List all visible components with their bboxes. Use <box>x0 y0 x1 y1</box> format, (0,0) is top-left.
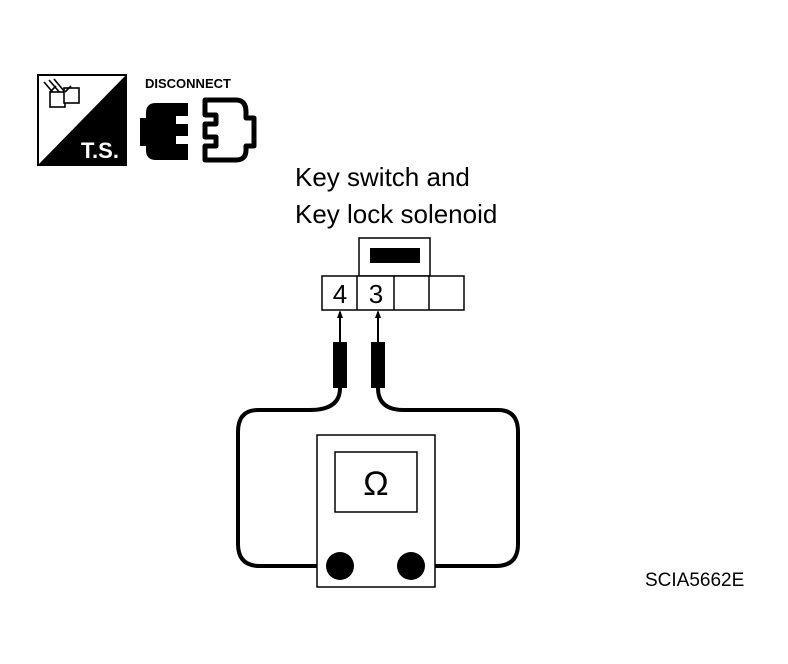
probe-right <box>371 310 385 388</box>
tools-icon <box>43 78 80 108</box>
disconnect-label: DISCONNECT <box>145 76 231 91</box>
test-lead-right <box>376 387 520 568</box>
test-lead-left <box>236 387 342 568</box>
meter-symbol: Ω <box>363 465 388 503</box>
connector-title-line2: Key lock solenoid <box>295 199 497 229</box>
pin-4-label: 4 <box>333 279 347 309</box>
ohmmeter-icon: Ω <box>316 434 436 588</box>
meter-display <box>334 451 418 513</box>
pin-3-label: 3 <box>369 279 383 309</box>
connector-title-line1: Key switch and <box>295 162 470 192</box>
figure-id: SCIA5662E <box>645 570 744 591</box>
ts-icon: T.S. <box>37 74 127 166</box>
connector-lock-tab <box>370 248 420 263</box>
meter-jack-right <box>397 552 425 580</box>
connector-face: 4 3 <box>321 237 465 311</box>
meter-jack-left <box>326 552 354 580</box>
disconnect-connector-icon: DISCONNECT <box>140 76 257 163</box>
ts-label: T.S. <box>81 138 119 163</box>
probe-left <box>333 310 347 388</box>
